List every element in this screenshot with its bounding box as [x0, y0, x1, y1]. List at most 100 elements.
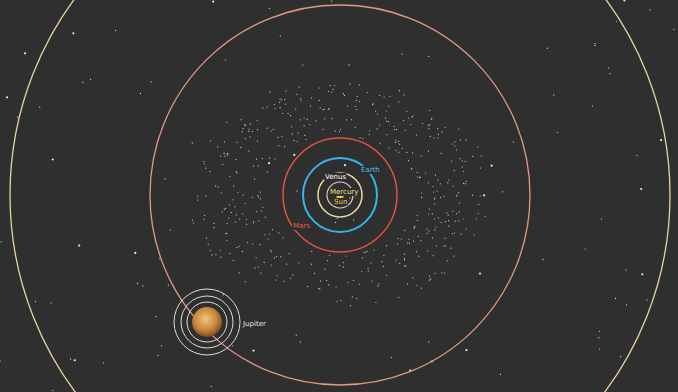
- star-dot: [245, 138, 246, 139]
- star-dot: [369, 130, 370, 131]
- star-dot: [242, 131, 243, 132]
- star-dot: [463, 171, 464, 172]
- star-dot: [252, 131, 253, 132]
- star-dot: [158, 355, 159, 356]
- star-dot: [373, 103, 374, 104]
- star-dot: [553, 94, 554, 95]
- star-dot: [452, 233, 453, 234]
- star-dot: [328, 284, 329, 285]
- star-dot: [276, 256, 277, 257]
- star-dot: [472, 195, 473, 196]
- star-dot: [269, 91, 270, 92]
- star-dot: [305, 139, 306, 140]
- moon-orbit: [181, 296, 233, 348]
- star-dot: [465, 183, 466, 184]
- star-dot: [351, 119, 352, 120]
- star-dot: [336, 301, 337, 302]
- star-dot: [337, 218, 338, 219]
- star-dot: [51, 302, 52, 303]
- star-dot: [249, 136, 250, 137]
- star-dot: [234, 206, 235, 207]
- star-dot: [377, 285, 378, 286]
- star-dot: [227, 153, 228, 154]
- star-dot: [254, 268, 255, 269]
- star-dot: [344, 164, 346, 166]
- star-dot: [398, 152, 399, 153]
- star-dot: [258, 220, 259, 221]
- star-dot: [414, 226, 415, 227]
- star-dot: [324, 269, 325, 270]
- star-dot: [491, 165, 493, 167]
- star-dot: [343, 262, 344, 263]
- star-dot: [446, 212, 447, 213]
- star-dot: [155, 316, 156, 317]
- star-dot: [245, 203, 246, 204]
- star-dot: [223, 294, 224, 295]
- star-dot: [396, 129, 397, 130]
- star-dot: [273, 129, 274, 130]
- star-dot: [220, 257, 221, 258]
- star-dot: [226, 122, 227, 123]
- star-dot: [374, 249, 375, 250]
- star-dot: [377, 128, 378, 129]
- star-dot: [215, 185, 216, 186]
- star-dot: [386, 134, 387, 135]
- star-dot: [170, 229, 171, 230]
- star-dot: [411, 116, 412, 117]
- star-dot: [395, 139, 396, 140]
- star-dot: [279, 102, 280, 103]
- star-dot: [192, 142, 193, 143]
- star-dot: [286, 264, 287, 265]
- star-dot: [296, 94, 297, 95]
- star-dot: [391, 357, 392, 358]
- planet-label: Venus: [324, 173, 347, 181]
- star-dot: [454, 170, 455, 171]
- star-dot: [434, 198, 435, 199]
- star-dot: [435, 273, 436, 274]
- star-dot: [284, 146, 285, 147]
- star-dot: [460, 139, 461, 140]
- star-dot: [280, 35, 281, 36]
- planet-label: Jupiter: [242, 320, 267, 328]
- star-dot: [452, 211, 453, 212]
- star-dot: [262, 108, 263, 109]
- star-dot: [257, 129, 258, 130]
- star-dot: [542, 259, 543, 260]
- star-dot: [328, 108, 329, 109]
- star-dot: [236, 214, 237, 215]
- star-dot: [500, 374, 501, 375]
- star-dot: [6, 96, 8, 98]
- star-dot: [212, 1, 214, 3]
- star-dot: [616, 21, 617, 22]
- star-dot: [594, 45, 595, 46]
- star-dot: [193, 223, 194, 224]
- star-dot: [304, 135, 305, 136]
- star-dot: [362, 138, 363, 139]
- star-dot: [454, 141, 455, 142]
- star-dot: [242, 128, 243, 129]
- star-dot: [375, 302, 376, 303]
- star-dot: [375, 111, 376, 112]
- star-dot: [395, 142, 396, 143]
- star-dot: [429, 280, 430, 281]
- star-dot: [327, 260, 328, 261]
- star-dot: [231, 212, 232, 213]
- star-dot: [291, 126, 292, 127]
- star-dot: [142, 285, 143, 286]
- star-dot: [339, 131, 340, 132]
- star-dot: [335, 131, 336, 132]
- star-dot: [247, 242, 248, 243]
- star-dot: [271, 130, 272, 131]
- star-dot: [227, 223, 228, 224]
- star-dot: [340, 129, 341, 130]
- star-dot: [320, 280, 321, 281]
- star-dot: [420, 240, 421, 241]
- star-dot: [433, 192, 434, 193]
- star-dot: [474, 234, 475, 235]
- star-dot: [300, 119, 301, 120]
- star-dot: [641, 273, 643, 275]
- star-dot: [265, 217, 266, 218]
- star-dot: [433, 255, 434, 256]
- star-dot: [328, 108, 329, 109]
- star-dot: [220, 250, 221, 251]
